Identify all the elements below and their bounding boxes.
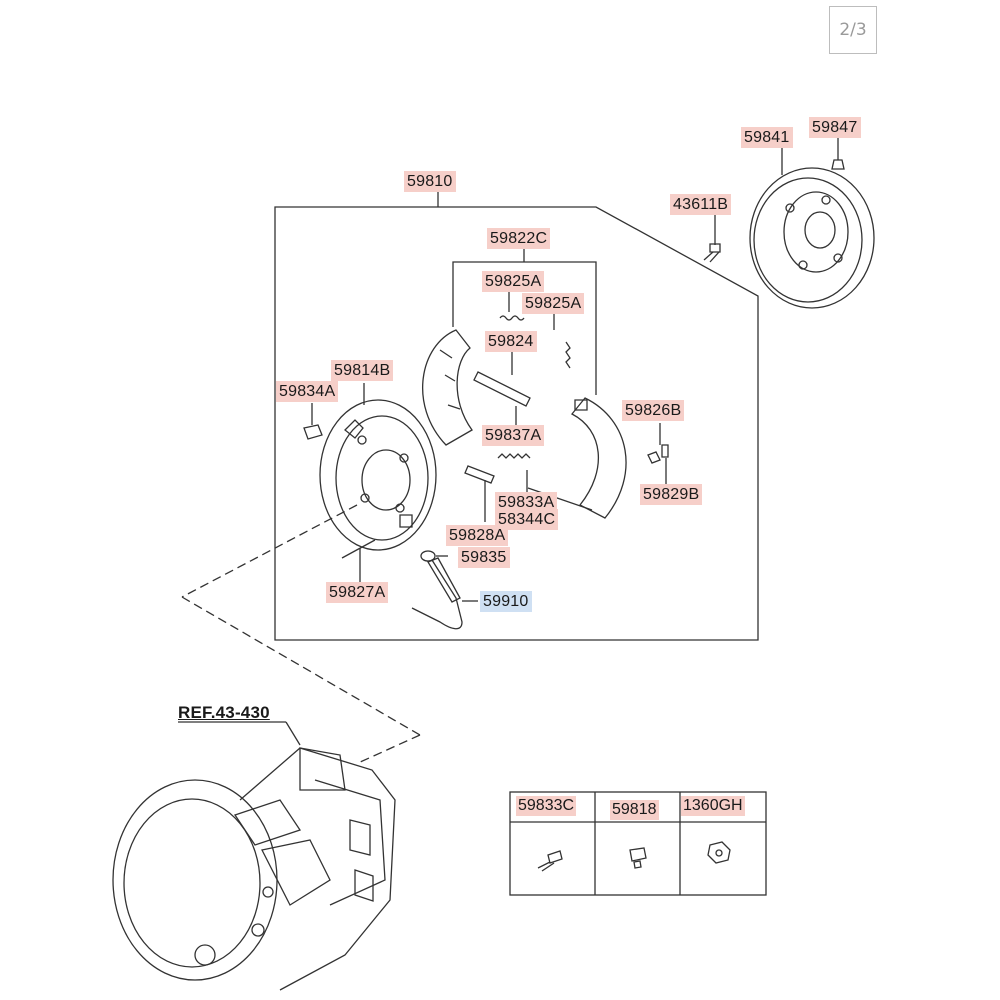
parking-brake-cable <box>411 557 463 630</box>
part-label-59841[interactable]: 59841 <box>741 127 793 148</box>
part-label-59834a[interactable]: 59834A <box>276 381 339 402</box>
reference-label[interactable]: REF.43-430 <box>178 703 270 722</box>
part-label-59837a[interactable]: 59837A <box>482 425 545 446</box>
table-header-59833c[interactable]: 59833C <box>516 796 577 816</box>
part-label-59910[interactable]: 59910 <box>480 591 532 612</box>
part-label-59833a[interactable]: 59833A <box>495 492 558 513</box>
part-label-59814b[interactable]: 59814B <box>331 360 394 381</box>
brake-drum <box>749 167 875 309</box>
brake-shoe-left <box>422 329 473 446</box>
bolt-icon <box>537 850 563 872</box>
part-label-59826b[interactable]: 59826B <box>622 400 685 421</box>
part-label-59822c[interactable]: 59822C <box>487 228 551 249</box>
part-label-59847[interactable]: 59847 <box>809 117 861 138</box>
part-label-58344c[interactable]: 58344C <box>495 509 559 530</box>
table-header-1360gh[interactable]: 1360GH <box>681 796 745 816</box>
transmission-housing <box>112 747 396 991</box>
parts-table-grid <box>509 791 767 896</box>
part-label-59828a[interactable]: 59828A <box>446 525 509 546</box>
assembly-frame <box>274 206 759 641</box>
part-label-59810[interactable]: 59810 <box>404 171 456 192</box>
part-label-59827a[interactable]: 59827A <box>326 582 389 603</box>
screw-icon <box>629 847 647 869</box>
brake-shoe-right <box>570 397 627 519</box>
part-label-59825a-1[interactable]: 59825A <box>482 271 545 292</box>
part-label-59825a-2[interactable]: 59825A <box>522 293 585 314</box>
part-label-59829b[interactable]: 59829B <box>640 484 703 505</box>
page-indicator: 2/3 <box>829 6 877 54</box>
part-label-59835[interactable]: 59835 <box>458 547 510 568</box>
nut-icon <box>707 841 731 864</box>
part-label-43611b[interactable]: 43611B <box>670 194 732 215</box>
backing-plate <box>319 399 437 551</box>
table-header-59818[interactable]: 59818 <box>610 800 659 820</box>
part-label-59824[interactable]: 59824 <box>485 331 537 352</box>
wheel-nut <box>831 159 845 170</box>
